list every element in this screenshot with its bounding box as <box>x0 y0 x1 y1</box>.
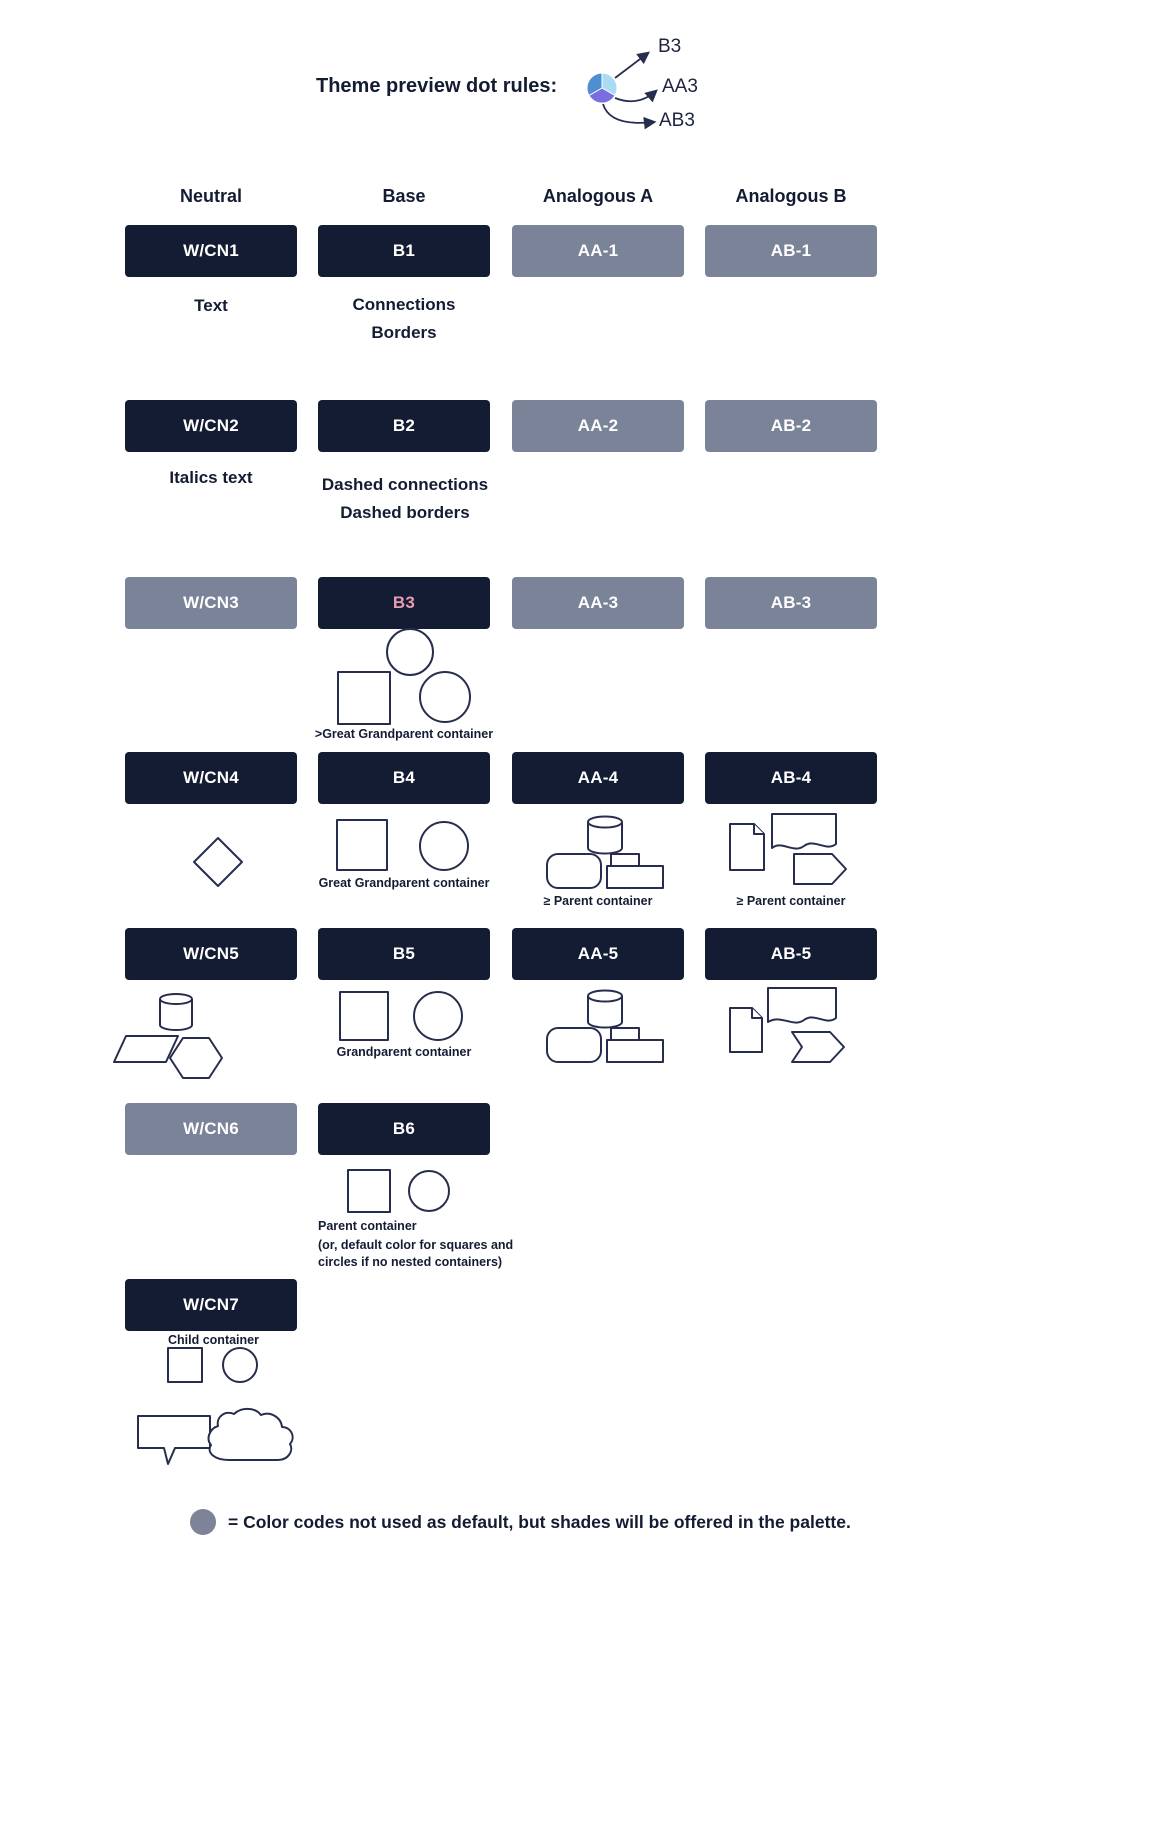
caption-parent-b6-note: (or, default color for squares and circl… <box>318 1238 514 1269</box>
caption-connections: Connections <box>352 295 456 314</box>
swatch-ab2: AB-2 <box>705 400 877 452</box>
square-icon <box>167 1347 203 1383</box>
diamond-icon <box>193 837 243 887</box>
wavy-document-icon <box>767 987 837 1024</box>
b3-shape-group <box>337 628 471 725</box>
circle-icon <box>222 1347 258 1383</box>
column-header-analogous-a: Analogous A <box>542 186 654 206</box>
circle-icon <box>419 821 469 871</box>
b6-shape-group <box>347 1169 450 1213</box>
document-icon <box>729 1007 763 1053</box>
wcn7-extra-shape-group <box>137 1407 294 1465</box>
swatch-aa3: AA-3 <box>512 577 684 629</box>
cylinder-top-icon <box>587 815 623 829</box>
hexagon-icon <box>169 1037 223 1079</box>
wcn5-shape-group <box>113 993 223 1079</box>
circle-icon <box>386 628 434 676</box>
folder-icon <box>606 1027 664 1063</box>
swatch-wcn6: W/CN6 <box>125 1103 297 1155</box>
caption-great-grandparent-b3: >Great Grandparent container <box>314 727 494 741</box>
cylinder-icon <box>159 999 193 1031</box>
legend-dot-icon <box>190 1509 216 1535</box>
parallelogram-icon <box>113 1035 179 1063</box>
arrow-to-aa3-icon <box>614 89 658 103</box>
swatch-aa1: AA-1 <box>512 225 684 277</box>
caption-grandparent-b5: Grandparent container <box>336 1045 472 1059</box>
caption-parent-b6: Parent container <box>318 1219 417 1233</box>
arrow-to-ab3-icon <box>602 103 657 130</box>
square-icon <box>347 1169 391 1213</box>
b4-shape-group <box>336 819 469 871</box>
caption-parent-aa4: ≥ Parent container <box>543 894 653 908</box>
swatch-aa5: AA-5 <box>512 928 684 980</box>
caption-borders: Borders <box>371 323 437 342</box>
column-header-base: Base <box>382 186 426 206</box>
cylinder-top-icon <box>159 993 193 1005</box>
swatch-wcn7: W/CN7 <box>125 1279 297 1331</box>
swatch-b2: B2 <box>318 400 490 452</box>
caption-italics-text: Italics text <box>169 468 253 487</box>
speech-bubble-icon <box>137 1415 211 1465</box>
document-icon <box>729 823 765 871</box>
b5-shape-group <box>339 991 463 1041</box>
caption-great-grandparent-b4: Great Grandparent container <box>318 876 490 890</box>
caption-dashed-connections: Dashed connections <box>321 475 489 494</box>
circle-icon <box>419 671 471 723</box>
swatch-ab3: AB-3 <box>705 577 877 629</box>
square-icon <box>337 671 391 725</box>
rounded-rect-icon <box>546 1027 602 1063</box>
cylinder-icon <box>587 996 623 1029</box>
swatch-b6: B6 <box>318 1103 490 1155</box>
square-icon <box>336 819 388 871</box>
swatch-ab4: AB-4 <box>705 752 877 804</box>
caption-child-container: Child container <box>168 1333 259 1347</box>
cylinder-top-icon <box>587 989 623 1003</box>
cylinder-icon <box>587 822 623 855</box>
legend-text: = Color codes not used as default, but s… <box>228 1512 851 1532</box>
swatch-wcn5: W/CN5 <box>125 928 297 980</box>
theme-dot-diagram <box>586 51 658 130</box>
cloud-icon <box>207 1407 294 1461</box>
aa4-shape-group <box>546 815 664 889</box>
aa5-shape-group <box>546 989 664 1063</box>
swatch-b4: B4 <box>318 752 490 804</box>
column-header-neutral: Neutral <box>179 186 242 206</box>
theme-dot-icon <box>586 72 618 104</box>
swatch-wcn3: W/CN3 <box>125 577 297 629</box>
caption-dashed-borders: Dashed borders <box>340 503 470 522</box>
square-icon <box>339 991 389 1041</box>
folder-icon <box>606 853 664 889</box>
swatch-wcn2: W/CN2 <box>125 400 297 452</box>
wcn7-shape-group <box>167 1347 258 1383</box>
rounded-rect-icon <box>546 853 602 889</box>
swatch-wcn4: W/CN4 <box>125 752 297 804</box>
swatch-aa4: AA-4 <box>512 752 684 804</box>
swatch-b3: B3 <box>318 577 490 629</box>
swatch-wcn1: W/CN1 <box>125 225 297 277</box>
circle-icon <box>408 1170 450 1212</box>
ab4-shape-group <box>729 813 847 885</box>
column-header-analogous-b: Analogous B <box>735 186 847 206</box>
chevron-icon <box>791 1031 845 1063</box>
swatch-ab1: AB-1 <box>705 225 877 277</box>
arrow-to-b3-icon <box>614 51 651 79</box>
swatch-ab5: AB-5 <box>705 928 877 980</box>
chevron-icon <box>793 853 847 885</box>
swatch-aa2: AA-2 <box>512 400 684 452</box>
dot-label-aa3: AA3 <box>662 76 698 97</box>
caption-parent-ab4: ≥ Parent container <box>736 894 846 908</box>
swatch-b1: B1 <box>318 225 490 277</box>
swatch-b5: B5 <box>318 928 490 980</box>
ab5-shape-group <box>729 987 845 1063</box>
wcn4-shape-group <box>193 837 243 887</box>
dot-label-ab3: AB3 <box>659 110 695 131</box>
circle-icon <box>413 991 463 1041</box>
dot-label-b3: B3 <box>658 36 682 57</box>
wavy-document-icon <box>771 813 837 850</box>
caption-text: Text <box>194 296 228 315</box>
page-title: Theme preview dot rules: <box>316 75 558 97</box>
